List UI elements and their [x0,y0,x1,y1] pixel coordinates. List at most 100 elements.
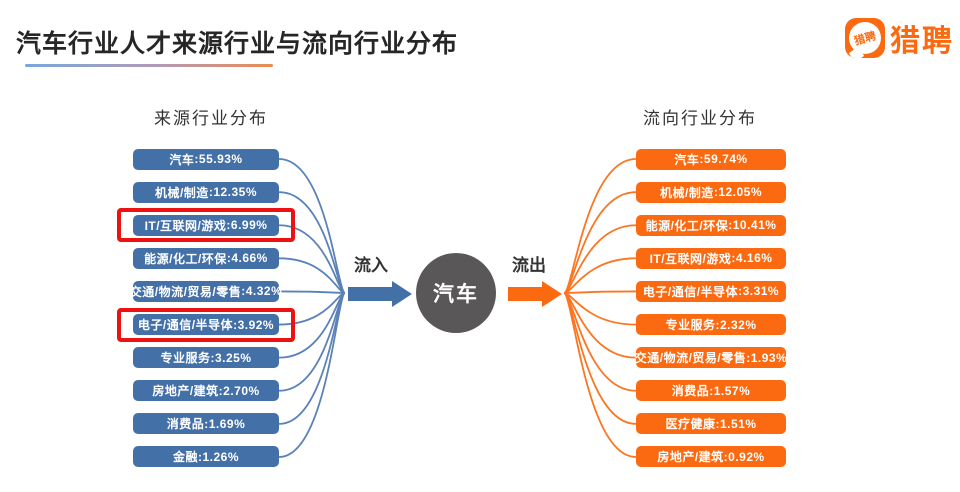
bar-label: 机械/制造 [154,185,209,200]
destination-flow-curve-9 [563,292,637,425]
bar-value: 0.92% [728,449,765,464]
source-bar-3: IT/互联网/游戏:6.99% [133,214,279,236]
source-bar-6: 电子/通信/半导体:3.92% [133,314,279,336]
destination-flow-curve-7 [563,292,637,359]
destination-flow-curve-3 [563,224,637,294]
bar-separator: : [728,218,733,233]
logo-wordmark: 猎聘 [890,25,954,58]
source-bar-10: 金融:1.26% [133,446,279,468]
bar-value: 3.92% [237,317,275,332]
bar-label: 汽车 [674,152,700,167]
auto-industry-node: 汽车 [416,253,496,333]
bar-value: 12.35% [213,185,258,200]
bar-value: 55.93% [198,152,243,166]
destination-flow-curve-4 [563,257,637,294]
destination-bar-4: IT/互联网/游戏:4.16% [636,247,786,269]
source-flow-curve-4 [278,257,346,294]
bar-label: 汽车 [169,152,195,167]
destination-flow-curve-10 [563,292,637,458]
bar-label: 机械/制造 [659,185,714,200]
source-bar-9: 消费品:1.69% [133,413,279,435]
highlight-red-box [117,208,295,243]
bar-label: 专业服务 [160,351,211,366]
bar-separator: : [197,449,203,464]
inflow-label: 流入 [354,256,388,275]
destination-bar-8: 消费品:1.57% [636,380,786,402]
bar-value: 4.32% [245,284,283,299]
bar-separator: : [204,416,209,431]
bar-separator: : [218,383,224,398]
bar-separator: : [233,317,238,332]
bar-value: 3.31% [742,284,780,299]
inflow-arrow [348,281,412,307]
bar-label: 房地产/建筑 [657,450,724,465]
bar-label: 能源/化工/环保 [645,218,729,233]
liepin-logo: 猎聘 猎聘 [845,16,954,60]
highlight-red-box [117,307,295,342]
bar-value: 2.70% [223,383,260,398]
bar-label: 消费品 [671,384,710,399]
destination-flow-curve-2 [563,191,637,294]
source-column-header: 来源行业分布 [154,109,268,128]
destination-flow-curve-6 [563,292,637,326]
bar-label: 电子/通信/半导体 [642,284,739,299]
source-bar-4: 能源/化工/环保:4.66% [133,247,279,269]
outflow-label: 流出 [512,256,546,275]
destination-flow-curve-1 [563,158,637,294]
bar-value: 3.25% [214,350,252,365]
bar-value: 12.05% [718,185,763,200]
logo-icon-text: 猎聘 [853,30,878,48]
bar-value: 4.66% [231,251,268,266]
destination-bar-3: 能源/化工/环保:10.41% [636,214,786,236]
destination-flow-curve-5 [563,290,637,294]
bar-separator: : [731,251,736,266]
bar-separator: : [738,284,743,299]
bar-label: IT/互联网/游戏 [649,251,732,266]
bar-separator: : [715,416,720,431]
destination-bar-10: 房地产/建筑:0.92% [636,446,786,468]
bar-value: 2.32% [719,317,757,332]
bar-separator: : [746,350,751,365]
bar-separator: : [194,152,199,166]
bar-separator: : [723,449,729,464]
destination-bar-2: 机械/制造:12.05% [636,181,786,203]
bar-value: 10.41% [732,218,777,233]
bar-value: 1.93% [750,350,788,365]
outflow-arrow [508,281,562,307]
bar-separator: : [226,218,231,233]
source-bar-8: 房地产/建筑:2.70% [133,380,279,402]
bar-separator: : [715,317,720,332]
bar-label: 医疗健康 [665,417,716,432]
bar-separator: : [709,383,714,398]
source-bar-1: 汽车:55.93% [133,148,279,170]
bar-label: 房地产/建筑 [152,384,219,399]
title-underline [25,64,273,67]
source-bar-7: 专业服务:3.25% [133,347,279,369]
bar-label: 交通/物流/贸易/零售 [129,284,242,299]
bar-value: 6.99% [230,218,268,233]
bar-label: 消费品 [166,417,205,432]
destination-column-header: 流向行业分布 [643,109,757,128]
bar-value: 59.74% [703,152,748,166]
destination-bar-7: 交通/物流/贸易/零售:1.93% [635,347,788,369]
bar-label: IT/互联网/游戏 [144,218,227,233]
bar-separator: : [241,284,246,299]
liepin-logo-icon: 猎聘 [845,18,885,58]
bar-value: 1.57% [713,383,751,398]
bar-separator: : [226,251,232,266]
bar-label: 电子/通信/半导体 [137,318,234,333]
bar-label: 专业服务 [665,318,716,333]
destination-bar-5: 电子/通信/半导体:3.31% [636,280,786,302]
bar-value: 1.51% [719,416,757,431]
bar-separator: : [208,185,214,200]
page-title: 汽车行业人才来源行业与流向行业分布 [16,30,459,58]
bar-separator: : [699,152,704,166]
destination-bar-1: 汽车:59.74% [636,148,786,170]
bar-value: 1.26% [202,449,240,464]
bar-label: 金融 [172,450,198,465]
destination-bar-9: 医疗健康:1.51% [636,413,786,435]
bar-label: 能源/化工/环保 [144,251,227,266]
source-bar-5: 交通/物流/贸易/零售:4.32% [129,280,282,302]
source-flow-curve-5 [278,290,346,294]
